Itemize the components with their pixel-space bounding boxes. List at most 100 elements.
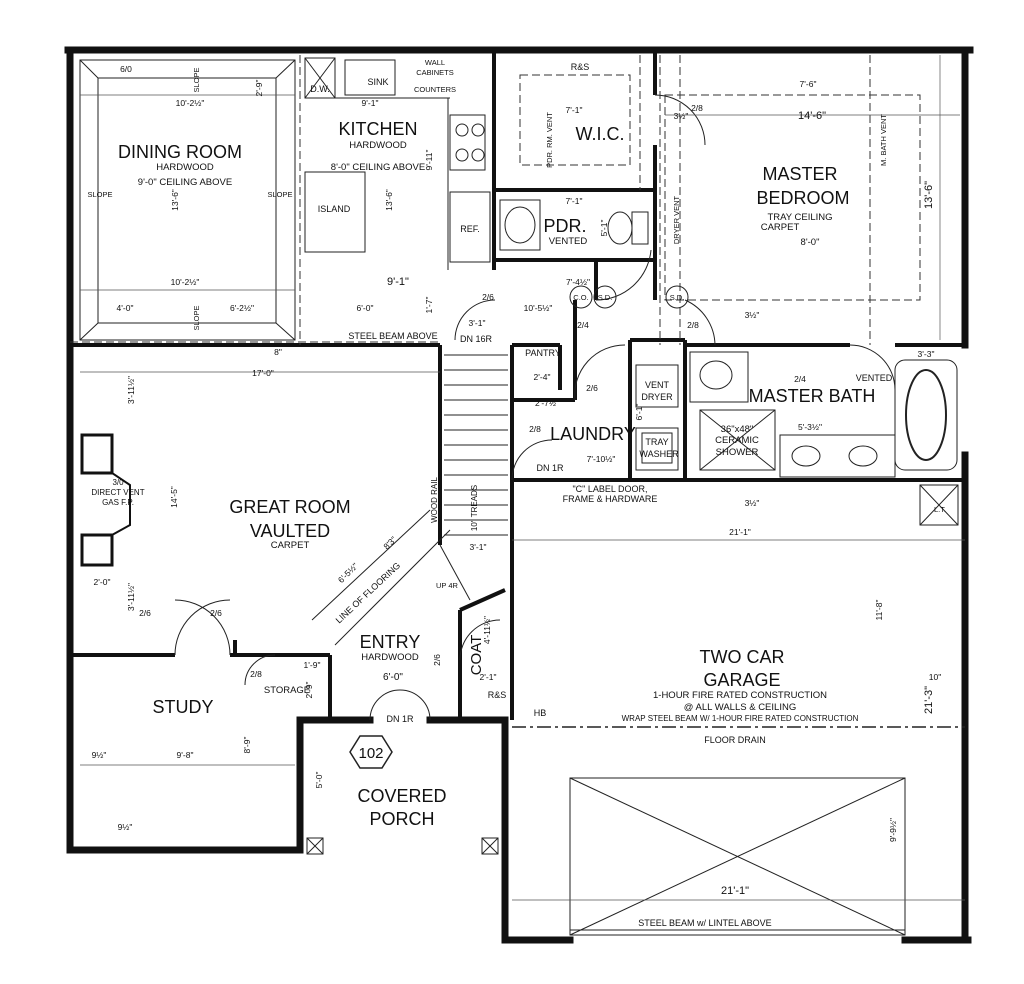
dim-label: 7'-4½": [566, 277, 590, 287]
rs-top-label: R&S: [571, 62, 590, 72]
dining-room-name: DINING ROOM: [118, 142, 242, 162]
entry-name: ENTRY: [360, 632, 421, 652]
interior-walls: [70, 50, 965, 720]
wood-rail-label: WOOD RAIL: [430, 477, 439, 523]
treads-label: 10" TREADS: [470, 485, 479, 531]
dim-label: 9½": [118, 822, 133, 832]
dim-label: 6/0: [120, 64, 132, 74]
fp-label2: DIRECT VENT: [91, 488, 144, 497]
up4r-label: UP 4R: [436, 581, 459, 590]
dim-label: 9'-11": [424, 149, 434, 170]
study-name: STUDY: [152, 697, 213, 717]
dim-label: 2/8: [250, 669, 262, 679]
storage-name: STORAGE: [264, 685, 310, 696]
label-door1: "C" LABEL DOOR,: [572, 484, 647, 494]
counters-label: COUNTERS: [414, 85, 456, 94]
dim-label: 8'3": [381, 534, 398, 551]
dim-label: 2'-9": [254, 80, 264, 97]
garage-line2: GARAGE: [703, 670, 780, 690]
dn1r-laundry-label: DN 1R: [536, 463, 564, 473]
dim-label: 2/8: [691, 103, 703, 113]
dim-label: 9'-1": [362, 98, 379, 108]
slope-label-right: SLOPE: [267, 190, 292, 199]
ref-label: REF.: [460, 224, 480, 234]
misc-lines: [70, 55, 965, 936]
dim-label: 2'-9": [304, 682, 314, 699]
vented-label: VENTED: [856, 373, 893, 383]
dim-label: 13'-6": [923, 181, 935, 209]
hb-label: HB: [534, 708, 547, 718]
master-bedroom-line1: MASTER: [762, 164, 837, 184]
dim-label: 8": [274, 347, 282, 357]
dim-label: 10": [929, 672, 941, 682]
steel-beam-above-label: STEEL BEAM ABOVE: [348, 331, 437, 341]
dn1r-entry-label: DN 1R: [386, 714, 414, 724]
fp-label3: GAS F.P.: [102, 498, 134, 507]
pdr-note: VENTED: [549, 236, 588, 247]
great-room-line2: VAULTED: [250, 521, 330, 541]
dim-label: 2/4: [794, 374, 806, 384]
island-label: ISLAND: [318, 204, 351, 214]
sink-label: SINK: [367, 77, 388, 87]
dim-label: 2'-4": [534, 372, 551, 382]
garage-note2: @ ALL WALLS & CEILING: [684, 702, 796, 713]
dryer-vent-label: DRYER VENT: [672, 195, 681, 244]
dim-label: 2'-7½": [535, 398, 559, 408]
dim-label: 6'-1": [634, 404, 644, 421]
dim-label: 2/8: [529, 424, 541, 434]
dim-label: 10'-5½": [524, 303, 553, 313]
slope-label-left: SLOPE: [87, 190, 112, 199]
unit-tag: 102: [358, 745, 383, 762]
dim-label: 2'-0": [94, 577, 111, 587]
dim-label: 7'-10½": [587, 454, 616, 464]
pdr-name: PDR.: [543, 216, 586, 236]
dryer-label: DRYER: [641, 392, 673, 402]
coat-name: COAT: [468, 635, 485, 676]
bath-fixtures: [689, 351, 958, 478]
dim-label: 6'-2½": [230, 303, 254, 313]
dw-label: D.W.: [310, 84, 330, 94]
laundry-fixtures: [635, 364, 679, 471]
laundry-name: LAUNDRY: [550, 424, 636, 444]
dim-label: 3'-3": [918, 349, 935, 359]
dim-label: 2/6: [586, 383, 598, 393]
m-bath-vent-label: M. BATH VENT: [879, 114, 888, 166]
wic-name: W.I.C.: [576, 124, 625, 144]
master-bedroom-ceiling: TRAY CEILING: [767, 212, 832, 223]
dim-label: 3½": [745, 310, 760, 320]
dim-label: 2/6: [210, 608, 222, 618]
dim-label: 14'-6": [798, 110, 826, 122]
dim-label: 11'-8": [874, 599, 884, 620]
dining-floor: HARDWOOD: [156, 162, 214, 173]
dim-label: 1'-7": [424, 297, 434, 314]
garage-note1: 1-HOUR FIRE RATED CONSTRUCTION: [653, 690, 827, 701]
dim-label: 5'-1": [599, 220, 609, 237]
dim-label: 3½": [745, 498, 760, 508]
wall-cabinets-label2: CABINETS: [416, 68, 454, 77]
master-bedroom-line2: BEDROOM: [756, 188, 849, 208]
dim-label: 4'-11½": [482, 616, 492, 644]
shower-label3: SHOWER: [716, 447, 759, 458]
dim-label: 10'-2½": [171, 277, 200, 287]
dim-label: 9'-1": [387, 276, 409, 288]
dim-label: 9½": [92, 750, 107, 760]
garage-line1: TWO CAR: [700, 647, 785, 667]
porch-line2: PORCH: [369, 809, 434, 829]
porch-line1: COVERED: [357, 786, 446, 806]
dim-label: 2/4: [577, 320, 589, 330]
dim-label: 6'-0": [357, 303, 374, 313]
wall-cabinets-label: WALL: [425, 58, 445, 67]
shower-label2: CERAMIC: [715, 435, 759, 446]
dim-label: 3'-11½": [126, 376, 136, 404]
dim-label: 7'-1": [566, 105, 583, 115]
kitchen-floor: HARDWOOD: [349, 140, 407, 151]
dim-label: 7'-6": [800, 79, 817, 89]
dim-label: 4'-0": [117, 303, 134, 313]
dining-tray-ceiling: [79, 55, 301, 345]
pantry-name: PANTRY: [525, 348, 561, 358]
sd2-label: S.D.: [670, 293, 685, 302]
dim-label: 21'-3": [923, 686, 935, 714]
master-bedroom-floor: CARPET: [761, 222, 800, 233]
pdr-fixtures: [499, 199, 649, 251]
